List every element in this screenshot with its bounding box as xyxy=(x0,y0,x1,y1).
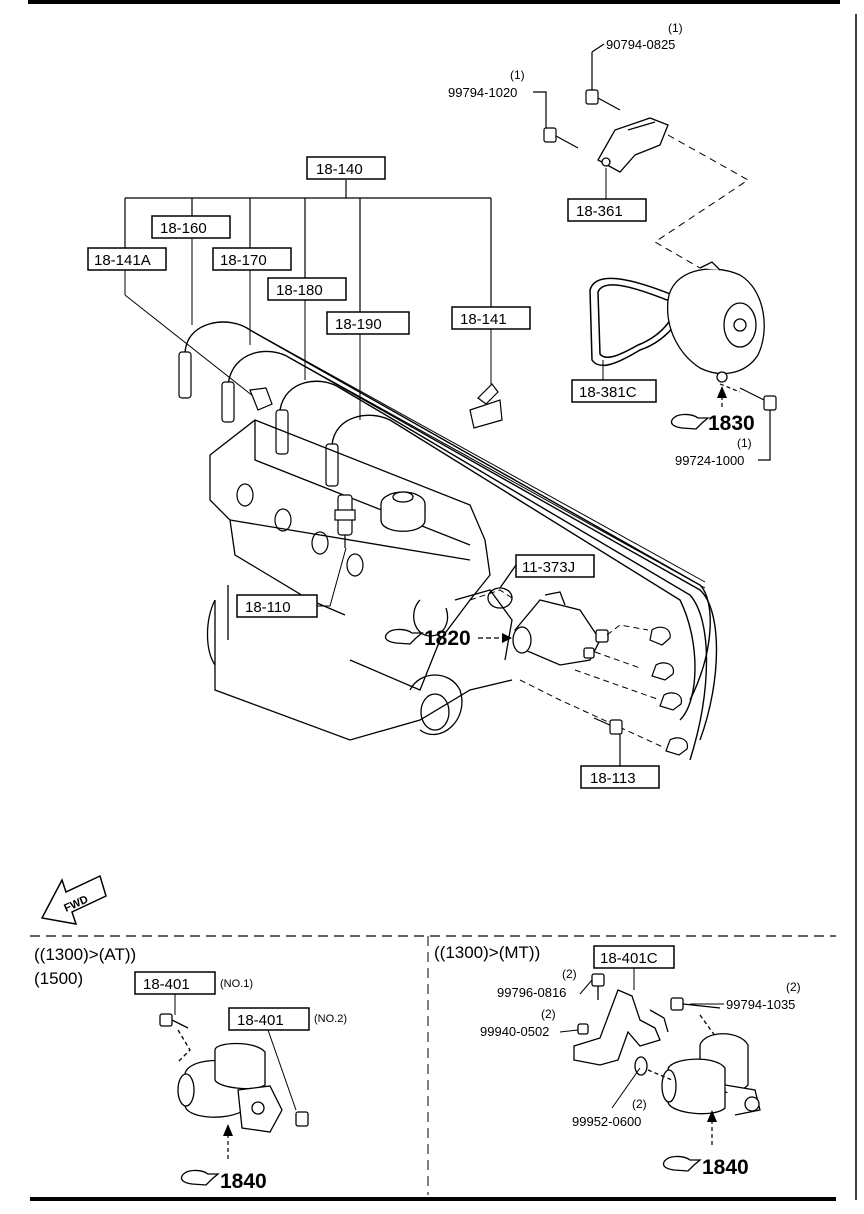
pn-99794-1020: 99794-1020 xyxy=(448,85,517,100)
bracket-dash-line xyxy=(654,134,749,269)
alternator-bracket xyxy=(597,117,669,173)
starter-bracket-mt xyxy=(573,973,669,1076)
svg-text:1830: 1830 xyxy=(708,412,755,435)
callout-18-113: 18-113 xyxy=(580,765,660,789)
reference-1820: 1820 xyxy=(384,627,512,650)
fwd-arrow-icon: FWD xyxy=(40,874,107,925)
callout-18-361: 18-361 xyxy=(567,168,647,222)
part-numbers-mt: (2) 99796-0816 (2) 99940-0502 (2) 99952-… xyxy=(480,967,801,1129)
distributor xyxy=(512,591,609,666)
qty-99794-1020: (1) xyxy=(510,68,525,82)
section-mt-title: ((1300)>(MT)) xyxy=(434,943,540,962)
alternator xyxy=(666,261,765,383)
section-mt: ((1300)>(MT)) xyxy=(434,943,540,962)
qty-99952-0600: (2) xyxy=(632,1097,647,1111)
svg-text:18-141: 18-141 xyxy=(460,311,507,328)
callout-18-381c: 18-381C xyxy=(571,360,657,403)
pn-99796-0816: 99796-0816 xyxy=(497,985,566,1000)
reference-1830: 1830 xyxy=(670,386,755,435)
oil-filler-cap xyxy=(380,491,426,532)
svg-text:18-170: 18-170 xyxy=(220,252,267,269)
bolt-99724-1000 xyxy=(719,383,777,461)
svg-text:18-140: 18-140 xyxy=(316,161,363,178)
svg-text:1840: 1840 xyxy=(702,1156,749,1179)
callout-18-160: 18-160 xyxy=(151,215,231,239)
callout-11-373j: 11-373J xyxy=(515,554,595,578)
bolt-99794-1020 xyxy=(533,91,579,149)
svg-text:18-381C: 18-381C xyxy=(579,384,637,401)
harness-leaders xyxy=(124,238,492,420)
svg-text:1840: 1840 xyxy=(220,1170,267,1193)
callout-18-141: 18-141 xyxy=(451,306,531,330)
cylinder-head-windows xyxy=(236,483,364,577)
svg-text:18-361: 18-361 xyxy=(576,203,623,220)
qty-99940-0502: (2) xyxy=(541,1007,556,1021)
bolt-90794-0825 xyxy=(585,43,621,111)
callout-18-110: 18-110 xyxy=(236,547,347,618)
note-no2: (NO.2) xyxy=(314,1013,347,1025)
callout-18-140: 18-140 xyxy=(306,156,386,180)
svg-text:18-110: 18-110 xyxy=(245,599,291,616)
callout-18-170: 18-170 xyxy=(212,247,292,271)
svg-text:11-373J: 11-373J xyxy=(522,559,575,576)
reference-1840-left: 1840 xyxy=(180,1124,267,1193)
svg-text:18-401: 18-401 xyxy=(237,1012,284,1029)
svg-text:18-190: 18-190 xyxy=(335,316,382,333)
qty-99796-0816: (2) xyxy=(562,967,577,981)
cable-clip-18-141 xyxy=(469,383,503,429)
part-numbers-top: (1) 90794-0825 (1) 99794-1020 (1) 99724-… xyxy=(448,21,752,468)
starter-mt xyxy=(647,997,761,1116)
callout-18-401-no1: 18-401 (NO.1) xyxy=(134,971,253,1015)
section-at-subtitle: (1500) xyxy=(34,969,83,988)
callout-18-401-no2: 18-401 (NO.2) xyxy=(228,1007,347,1111)
section-at-title: ((1300)>(AT)) xyxy=(34,945,136,964)
distributor-dash-lines xyxy=(469,589,666,749)
pn-99952-0600: 99952-0600 xyxy=(572,1114,641,1129)
pn-99794-1035: 99794-1035 xyxy=(726,997,795,1012)
callout-18-141a: 18-141A xyxy=(87,247,167,271)
spark-plug xyxy=(334,494,356,548)
distributor-boots xyxy=(649,626,689,756)
reference-1840-right: 1840 xyxy=(662,1110,749,1179)
section-at: ((1300)>(AT)) (1500) xyxy=(34,945,136,988)
cable-clip-18-141a xyxy=(249,387,273,411)
pn-90794-0825: 90794-0825 xyxy=(606,37,675,52)
page-frame xyxy=(28,0,857,1201)
svg-text:18-141A: 18-141A xyxy=(94,252,151,269)
svg-text:18-401: 18-401 xyxy=(143,976,190,993)
o-ring xyxy=(487,564,517,609)
svg-text:18-180: 18-180 xyxy=(276,282,323,299)
harness-bracket-lines xyxy=(124,180,492,312)
qty-99794-1035: (2) xyxy=(786,980,801,994)
note-no1: (NO.1) xyxy=(220,978,253,990)
spark-plug-cables xyxy=(184,321,718,761)
qty-90794-0825: (1) xyxy=(668,21,683,35)
starter-at xyxy=(159,1013,309,1133)
mt-leaders xyxy=(559,979,724,1109)
callout-18-401c: 18-401C xyxy=(593,945,675,990)
svg-text:18-113: 18-113 xyxy=(590,770,636,787)
svg-text:1820: 1820 xyxy=(424,627,471,650)
callout-18-180: 18-180 xyxy=(267,277,347,301)
svg-text:18-160: 18-160 xyxy=(160,220,207,237)
pn-99940-0502: 99940-0502 xyxy=(480,1024,549,1039)
callout-18-190: 18-190 xyxy=(326,311,410,335)
pn-99724-1000: 99724-1000 xyxy=(675,453,744,468)
plug-boots xyxy=(178,351,339,487)
svg-text:18-401C: 18-401C xyxy=(600,950,658,967)
distributor-bolt xyxy=(593,717,623,766)
qty-99724-1000: (1) xyxy=(737,436,752,450)
